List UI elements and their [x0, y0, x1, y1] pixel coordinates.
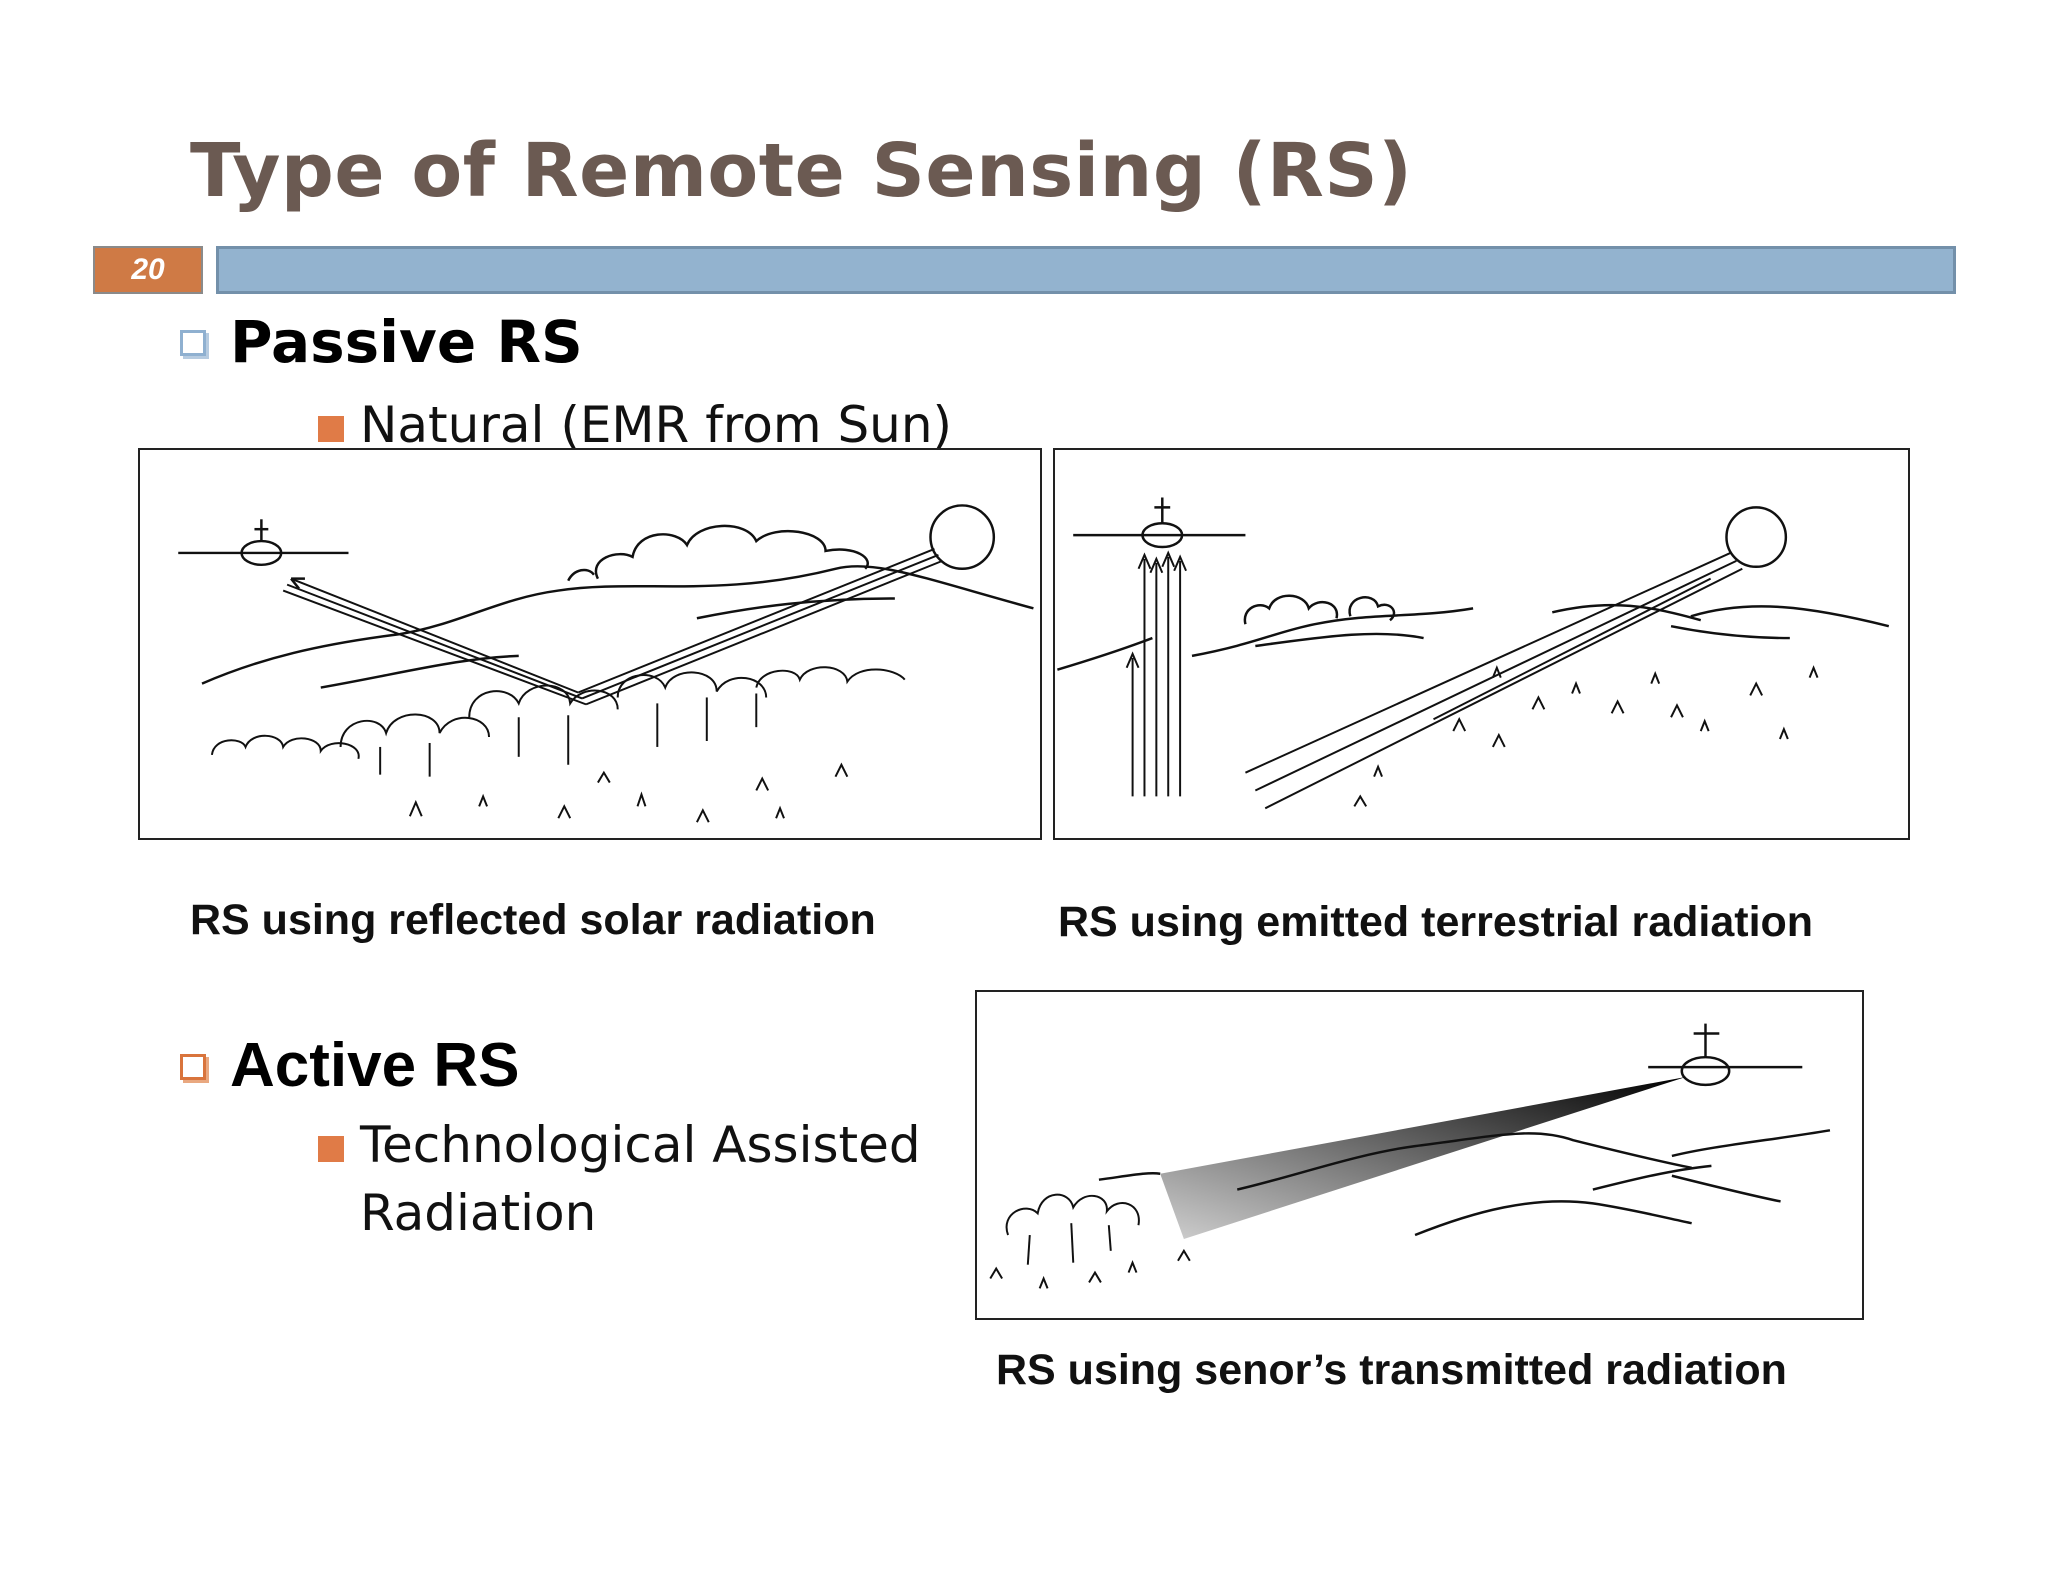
active-subitem-line2: Radiation [360, 1184, 597, 1242]
title-underline-bar [216, 246, 1956, 294]
passive-subitem: Natural (EMR from Sun) [360, 396, 953, 454]
aircraft-icon [1073, 497, 1246, 549]
active-subitem-line1: Technological Assisted [360, 1116, 921, 1174]
slide-number-badge: 20 [93, 246, 203, 294]
passive-heading: Passive RS [230, 308, 583, 376]
filled-square-bullet-icon [318, 1136, 344, 1162]
reflected-illustration-drawing [178, 504, 1034, 823]
radar-beam [1160, 1076, 1686, 1239]
reflected-radiation-illustration [138, 448, 1042, 840]
hollow-square-bullet-icon [180, 1054, 206, 1080]
sun-icon [1725, 506, 1788, 569]
transmitted-illustration-drawing [989, 1023, 1831, 1289]
slide-title: Type of Remote Sensing (RS) [190, 128, 1413, 214]
emitted-radiation-illustration [1053, 448, 1910, 840]
caption-transmitted: RS using senor’s transmitted radiation [996, 1346, 1787, 1394]
active-heading: Active RS [230, 1031, 520, 1100]
emitted-illustration-drawing [1057, 497, 1890, 810]
aircraft-icon [1648, 1023, 1803, 1087]
transmitted-radiation-illustration [975, 990, 1864, 1320]
aircraft-icon [178, 519, 349, 567]
hollow-square-bullet-icon [180, 330, 206, 356]
caption-reflected: RS using reflected solar radiation [190, 896, 876, 944]
sun-icon [929, 504, 996, 571]
caption-emitted: RS using emitted terrestrial radiation [1058, 898, 1814, 946]
filled-square-bullet-icon [318, 416, 344, 442]
